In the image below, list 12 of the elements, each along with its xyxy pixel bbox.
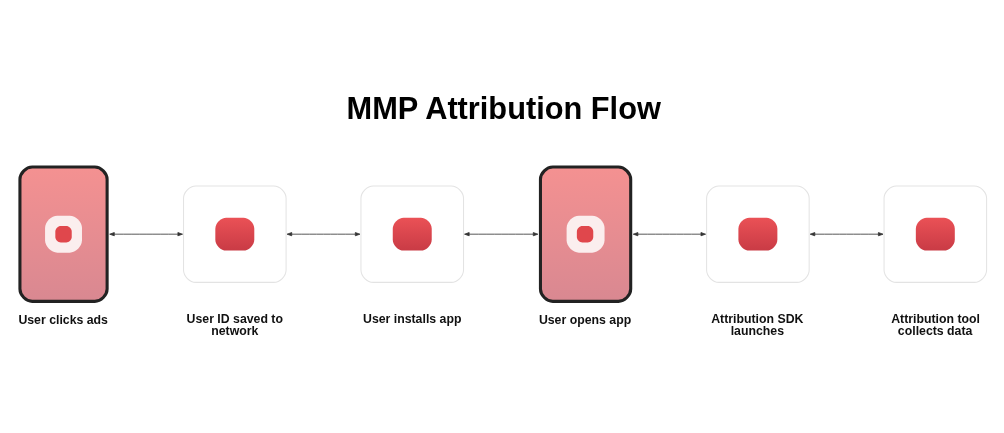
node-label: User ID saved to network [186, 311, 283, 338]
arrow [463, 231, 538, 236]
node-label: Attribution SDK launches [710, 311, 803, 338]
arrow [108, 231, 183, 236]
diagram-title: MMP Attribution Flow [346, 90, 661, 126]
arrow [286, 231, 360, 236]
node-label: Attribution tool collects data [890, 311, 980, 338]
node-label: User clicks ads [17, 312, 108, 327]
arrow [809, 231, 883, 236]
arrow [632, 231, 706, 236]
node-label: User installs app [362, 311, 461, 326]
node-label: User opens app [538, 312, 631, 327]
